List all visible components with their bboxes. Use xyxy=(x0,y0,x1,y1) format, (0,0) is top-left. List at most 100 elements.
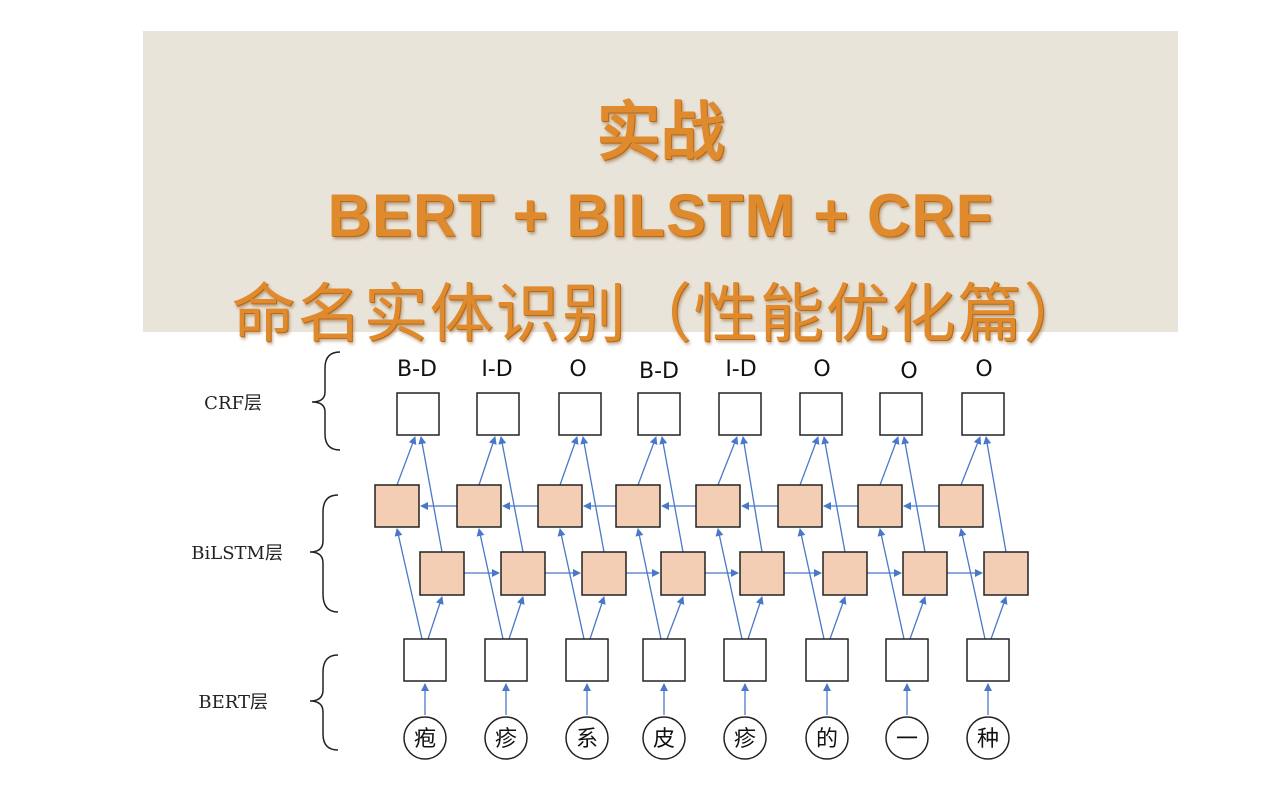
layer-braces xyxy=(309,351,341,751)
crf-node xyxy=(961,392,1005,436)
forward-lstm-to-crf-arrow xyxy=(879,436,900,486)
bert-to-forward-lstm-arrow xyxy=(557,528,585,640)
backward-lstm-node xyxy=(739,551,785,596)
input-tokens: 疱疹系皮疹的一种 xyxy=(403,716,1010,760)
token-circle xyxy=(723,716,767,760)
crf-tag-label: I-D xyxy=(481,357,512,382)
bert-node xyxy=(642,638,686,682)
backward-lstm-node xyxy=(581,551,627,596)
token-char: 皮 xyxy=(653,727,675,752)
token-char: 的 xyxy=(816,727,838,752)
bert-node xyxy=(565,638,609,682)
backward-lstm-to-crf-arrow xyxy=(498,436,524,553)
crf-node xyxy=(396,392,440,436)
backward-lstm-node xyxy=(500,551,546,596)
crf-tag-label: B-D xyxy=(397,357,437,382)
forward-lstm-to-crf-arrow xyxy=(637,436,658,486)
bert-node xyxy=(885,638,929,682)
forward-lstm-node xyxy=(456,484,502,528)
token-char: 一 xyxy=(896,727,918,752)
bert-to-backward-lstm-arrow xyxy=(508,596,525,640)
bert-node xyxy=(484,638,528,682)
backward-lstm-to-crf-arrow xyxy=(580,436,605,553)
bert-node xyxy=(966,638,1010,682)
forward-lstm-to-crf-arrow xyxy=(478,436,497,486)
crf-node xyxy=(799,392,843,436)
crf-node xyxy=(476,392,520,436)
bert-to-forward-lstm-arrow xyxy=(958,528,986,640)
token-circle xyxy=(565,716,609,760)
node-boxes xyxy=(374,392,1029,682)
forward-lstm-node xyxy=(374,484,420,528)
bilstm-brace xyxy=(309,494,339,613)
bert-to-forward-lstm-arrow xyxy=(476,528,504,640)
crf-tag-label: O xyxy=(569,357,586,382)
crf-tag-label: O xyxy=(900,359,917,384)
forward-lstm-to-crf-arrow xyxy=(717,436,739,486)
backward-lstm-node xyxy=(822,551,868,596)
crf-brace xyxy=(311,351,341,451)
token-circle xyxy=(805,716,849,760)
crf-layer-label: CRF层 xyxy=(204,393,262,414)
token-char: 疹 xyxy=(734,727,756,752)
crf-node xyxy=(718,392,762,436)
backward-lstm-to-crf-arrow xyxy=(901,436,926,553)
forward-lstm-to-crf-arrow xyxy=(960,436,982,486)
bert-to-forward-lstm-arrow xyxy=(797,528,825,640)
bert-to-forward-lstm-arrow xyxy=(635,528,662,640)
bert-to-forward-lstm-arrow xyxy=(394,528,423,640)
bert-node xyxy=(805,638,849,682)
bert-layer-label: BERT层 xyxy=(198,692,268,713)
backward-lstm-node xyxy=(660,551,706,596)
bert-to-backward-lstm-arrow xyxy=(747,596,764,640)
backward-lstm-node xyxy=(983,551,1029,596)
crf-tag-label: O xyxy=(813,357,830,382)
title-banner: 实战 BERT + BILSTM + CRF 命名实体识别（性能优化篇） xyxy=(143,31,1178,352)
backward-lstm-to-crf-arrow xyxy=(983,436,1007,553)
token-circle xyxy=(484,716,528,760)
title-line-3: 命名实体识别（性能优化篇） xyxy=(231,278,1090,352)
forward-lstm-node xyxy=(857,484,903,528)
forward-lstm-node xyxy=(938,484,984,528)
token-circle xyxy=(403,716,447,760)
backward-lstm-to-crf-arrow xyxy=(418,436,443,553)
backward-lstm-to-crf-arrow xyxy=(659,436,684,553)
bert-node xyxy=(723,638,767,682)
bert-to-backward-lstm-arrow xyxy=(909,596,927,640)
backward-lstm-node xyxy=(419,551,465,596)
forward-lstm-to-crf-arrow xyxy=(799,436,820,486)
title-line-2: BERT + BILSTM + CRF xyxy=(327,182,994,249)
backward-lstm-node xyxy=(902,551,948,596)
token-char: 疱 xyxy=(414,727,436,752)
token-circle xyxy=(642,716,686,760)
title-line-1: 实战 xyxy=(596,96,725,170)
bert-to-forward-lstm-arrow xyxy=(877,528,905,640)
bert-to-backward-lstm-arrow xyxy=(427,596,444,640)
bert-to-backward-lstm-arrow xyxy=(829,596,847,640)
bert-to-backward-lstm-arrow xyxy=(589,596,606,640)
crf-tag-label: B-D xyxy=(639,359,679,384)
crf-tag-label: I-D xyxy=(725,357,756,382)
forward-lstm-node xyxy=(777,484,823,528)
token-char: 系 xyxy=(576,727,598,752)
bilstm-layer-label: BiLSTM层 xyxy=(191,543,283,564)
bert-to-backward-lstm-arrow xyxy=(990,596,1008,640)
crf-node xyxy=(558,392,602,436)
connection-arrows xyxy=(394,436,1008,715)
bert-to-forward-lstm-arrow xyxy=(715,528,743,640)
forward-lstm-node xyxy=(615,484,661,528)
forward-lstm-node xyxy=(695,484,741,528)
token-char: 种 xyxy=(977,727,999,752)
forward-lstm-node xyxy=(537,484,583,528)
bert-node xyxy=(403,638,447,682)
token-circle xyxy=(885,716,929,760)
forward-lstm-to-crf-arrow xyxy=(559,436,579,486)
backward-lstm-to-crf-arrow xyxy=(740,436,763,553)
token-circle xyxy=(966,716,1010,760)
token-char: 疹 xyxy=(495,727,517,752)
bert-to-backward-lstm-arrow xyxy=(666,596,685,640)
crf-node xyxy=(879,392,923,436)
crf-node xyxy=(637,392,681,436)
